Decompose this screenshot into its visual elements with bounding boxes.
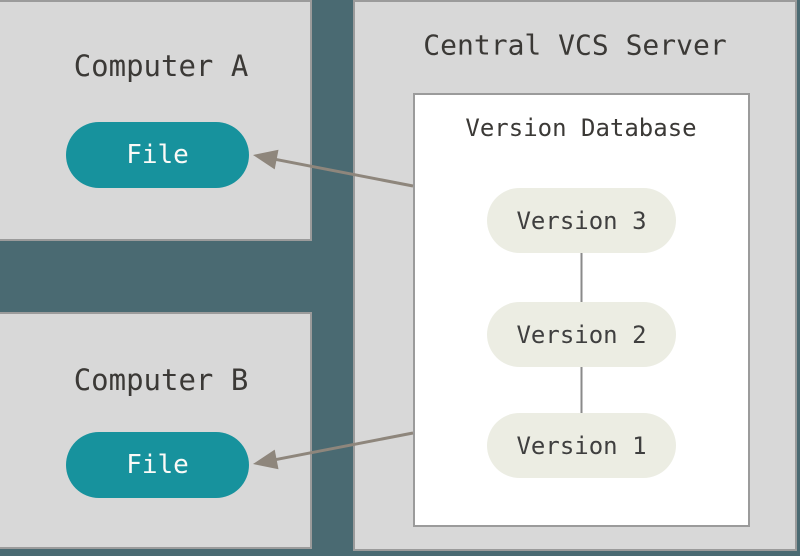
computer-a-file-label: File <box>126 140 189 170</box>
version-database-title: Version Database <box>465 114 697 142</box>
version-1-pill: Version 1 <box>487 413 676 478</box>
version-2-label: Version 2 <box>516 320 647 349</box>
version-1-label: Version 1 <box>516 431 647 460</box>
computer-a-title: Computer A <box>73 49 249 83</box>
version-3-label: Version 3 <box>516 206 647 235</box>
computer-a-box <box>0 0 312 241</box>
version-2-pill: Version 2 <box>487 302 676 367</box>
computer-b-title: Computer B <box>73 363 249 397</box>
computer-b-box <box>0 312 312 549</box>
computer-a-file-pill: File <box>66 122 249 188</box>
version-3-pill: Version 3 <box>487 188 676 253</box>
computer-b-file-label: File <box>126 450 189 480</box>
computer-b-file-pill: File <box>66 432 249 498</box>
central-vcs-server-title: Central VCS Server <box>423 28 727 62</box>
